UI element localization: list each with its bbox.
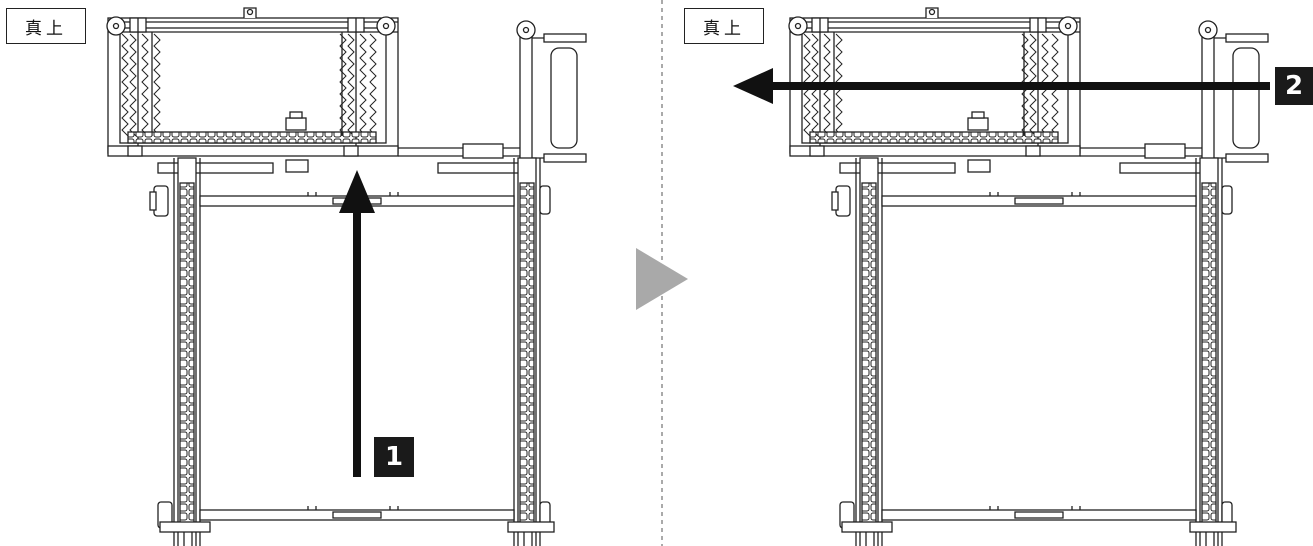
- move-up-arrow: [339, 170, 375, 477]
- step-badge-2: 2: [1275, 67, 1313, 105]
- play-triangle-icon: [636, 248, 688, 310]
- view-label-right: 真上: [684, 8, 764, 44]
- step-badge-1: 1: [374, 437, 414, 477]
- move-left-arrow: [733, 68, 1270, 104]
- view-label-left: 真上: [6, 8, 86, 44]
- machine-top-view-left: [107, 8, 586, 546]
